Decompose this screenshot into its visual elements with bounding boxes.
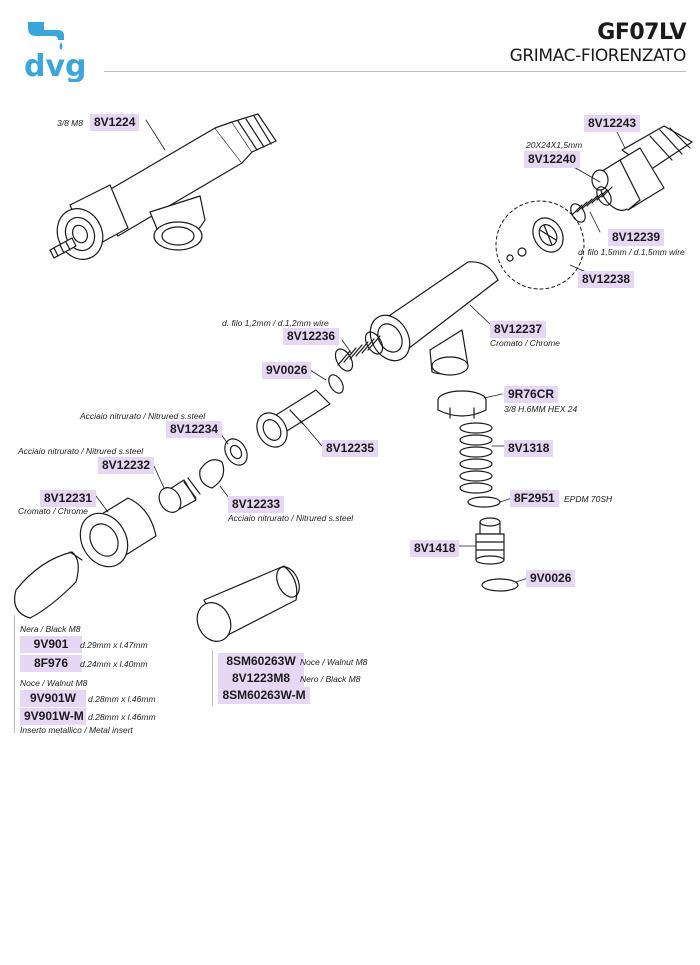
spring-lower-drawing	[459, 422, 493, 494]
washer-drawing	[224, 438, 248, 466]
ring-nut-drawing	[79, 497, 157, 568]
hex-nut-drawing	[437, 390, 487, 419]
label-8V12238: 8V12238	[578, 271, 635, 288]
note-8V12233: Acciaio nitrurato / Nitrured s.steel	[228, 513, 354, 523]
dvg-logo: dvg	[24, 22, 87, 82]
label-8V1224: 8V1224	[90, 114, 140, 131]
label-8V12236: 8V12236	[283, 328, 340, 345]
label-8V12237: 8V12237	[490, 321, 547, 338]
label-8V12231: 8V12231	[40, 490, 97, 507]
note-8V12231: Cromato / Chrome	[18, 506, 88, 516]
o-ring-epdm-drawing	[467, 496, 501, 508]
knob-drawing	[14, 551, 83, 619]
label-9V901W: 9V901W	[20, 690, 86, 707]
label-8V12233: 8V12233	[228, 496, 285, 513]
label-9V901W-M: 9V901W-M	[20, 708, 86, 725]
note-9V901: d.29mm x l.47mm	[80, 640, 148, 650]
note-9V901W-M: d.28mm x l.46mm	[88, 712, 156, 722]
main-body-drawing	[369, 261, 499, 376]
note-9V901W: d.28mm x l.46mm	[88, 694, 156, 704]
o-ring-upper-drawing	[328, 374, 344, 394]
label-9R76CR: 9R76CR	[504, 386, 559, 403]
model-code: GF07LV	[597, 20, 686, 45]
label-8V12240: 8V12240	[524, 151, 581, 168]
detail-circle	[495, 200, 585, 290]
note-8V1224: 3/8 M8	[57, 118, 83, 128]
label-8F2951: 8F2951	[510, 490, 559, 507]
tap-body-drawing	[49, 113, 277, 260]
header-divider	[104, 71, 686, 72]
nut-drawing	[158, 477, 201, 513]
label-9V0026-upper: 9V0026	[262, 362, 312, 379]
label-9V0026-lower: 9V0026	[526, 570, 576, 587]
note-9R76CR: 3/8 H.6MM HEX 24	[504, 404, 578, 414]
logo-drop-icon	[59, 42, 63, 50]
logo-tap-icon	[28, 22, 64, 40]
note-8F2951: EPDM 70SH	[564, 494, 613, 504]
stem-drawing	[475, 517, 505, 565]
brand-name: GRIMAC-FIORENZATO	[509, 46, 687, 66]
knob-list-title: Nera / Black M8	[20, 624, 81, 634]
knob-list-subtitle: Noce / Walnut M8	[20, 678, 88, 688]
coupling-drawing	[591, 125, 693, 211]
ball-drawing	[199, 459, 225, 489]
note-8SM60263W: Noce / Walnut M8	[300, 657, 368, 667]
label-8V12239: 8V12239	[608, 229, 665, 246]
note-8V12232: Acciaio nitrurato / Nitrured s.steel	[18, 446, 144, 456]
spring-upper-drawing	[570, 186, 613, 223]
label-8V12243: 8V12243	[584, 115, 641, 132]
note-8V12236: d. filo 1,2mm / d.1,2mm wire	[222, 318, 329, 328]
piston-drawing	[256, 389, 331, 448]
logo-text: dvg	[24, 49, 87, 82]
label-8SM60263W: 8SM60263W	[218, 653, 304, 670]
handle-drawing	[196, 565, 300, 642]
note-8V12240: 20X24X1,5mm	[526, 140, 583, 150]
knob-list-footer: Inserto metallico / Metal insert	[20, 725, 133, 735]
handle-list-divider	[212, 650, 213, 706]
label-9V901: 9V901	[20, 636, 82, 653]
label-8F976: 8F976	[20, 655, 82, 672]
spring-middle-drawing	[334, 331, 384, 372]
knob-list-divider	[14, 615, 15, 733]
note-8V12239: d. filo 1,5mm / d.1,5mm wire	[578, 247, 685, 257]
note-8F976: d.24mm x l.40mm	[80, 659, 148, 669]
valve-seat-drawing	[506, 217, 564, 262]
label-8V1418: 8V1418	[410, 540, 460, 557]
o-ring-lower-drawing	[481, 578, 519, 592]
note-8V1223M8: Nero / Black M8	[300, 674, 361, 684]
label-8V12232: 8V12232	[98, 457, 155, 474]
label-8V12234: 8V12234	[166, 421, 223, 438]
note-8V12237: Cromato / Chrome	[490, 338, 560, 348]
label-8V1223M8: 8V1223M8	[218, 670, 304, 687]
note-8V12234: Acciaio nitrurato / Nitrured s.steel	[80, 411, 206, 421]
label-8V12235: 8V12235	[322, 440, 379, 457]
label-8SM60263W-M: 8SM60263W-M	[218, 687, 310, 704]
label-8V1318: 8V1318	[504, 440, 554, 457]
